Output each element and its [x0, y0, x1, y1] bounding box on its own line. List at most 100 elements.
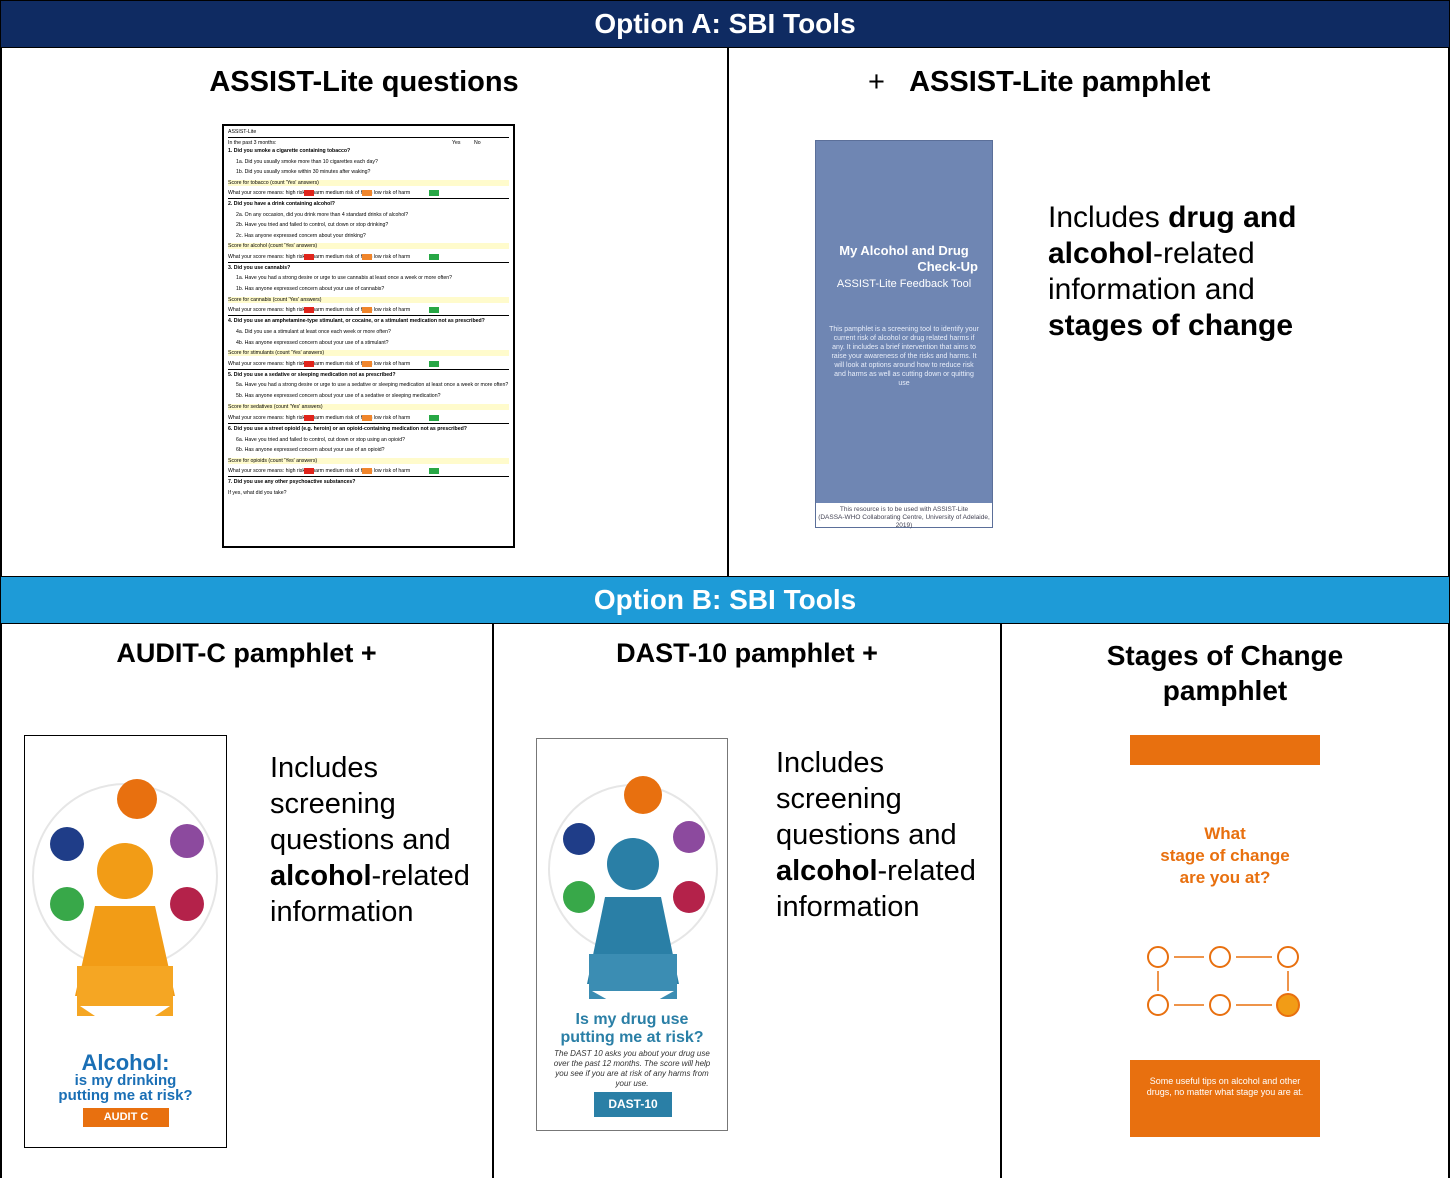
form-row: 1. Did you smoke a cigarette containing …	[228, 148, 351, 154]
audit-c-title: AUDIT-C pamphlet +	[0, 638, 493, 669]
stages-head1: What	[1204, 824, 1246, 843]
risk-chip	[304, 253, 314, 260]
desc-text-1: Includes	[1048, 201, 1169, 234]
audit-head1: Alcohol:	[81, 1050, 170, 1075]
assist-pamphlet-description: Includes drug and alcohol-related inform…	[1048, 200, 1348, 344]
risk-chip	[429, 307, 439, 313]
option-b-header: Option B: SBI Tools	[0, 576, 1450, 624]
desc-text-2: -related information and	[1048, 237, 1255, 306]
form-row: 5b. Has anyone expressed concern about y…	[236, 393, 441, 399]
risk-chip	[362, 468, 372, 474]
form-col-header-text: In the past 3 months:	[228, 140, 277, 146]
stages-cycle-diagram	[1147, 946, 1300, 1017]
audit-head2: is my drinking	[74, 1072, 177, 1089]
divider-a	[727, 48, 729, 576]
risk-chip	[304, 190, 314, 196]
form-row: What your score means: high risk of harm…	[228, 253, 411, 260]
form-row: Score for stimulants (count 'Yes' answer…	[228, 350, 509, 356]
dast-title: DAST-10 pamphlet +	[493, 638, 1001, 669]
pamphlet-footer-line2: (DASSA-WHO Collaborating Centre, Univers…	[818, 514, 990, 529]
form-row: Score for cannabis (count 'Yes' answers)	[228, 296, 509, 303]
desc-bold-1: drug and alcohol	[1048, 201, 1297, 270]
stages-heading: What stage of change are you at?	[1130, 823, 1320, 889]
assist-lite-pamphlet-image: My Alcohol and Drug Check-Up ASSIST-Lite…	[815, 140, 993, 529]
stages-head3: are you at?	[1179, 868, 1271, 887]
form-row: 4a. Did you use a stimulant at least onc…	[236, 329, 391, 335]
form-row: 6. Did you use a street opioid (e.g. her…	[228, 425, 467, 432]
risk-chip	[304, 468, 314, 474]
dast-body: The DAST 10 asks you about your drug use…	[553, 1049, 711, 1088]
risk-chip	[304, 414, 314, 421]
form-row: 4. Did you use an amphetamine-type stimu…	[228, 318, 485, 324]
risk-chip	[362, 253, 372, 260]
pamphlet-title: My Alcohol and Drug Check-Up	[820, 243, 988, 275]
pamphlet-body: This pamphlet is a screening tool to ide…	[829, 326, 979, 387]
audit-c-description: Includes screening questions and alcohol…	[270, 750, 470, 930]
risk-chip	[429, 253, 439, 260]
audit-desc-b: -related information	[270, 860, 470, 928]
assist-pamphlet-title-text: ASSIST-Lite pamphlet	[909, 66, 1211, 98]
stages-pamphlet-image: What stage of change are you at? Some us…	[1130, 735, 1320, 1137]
risk-chip	[362, 414, 372, 421]
dast-head2: putting me at risk?	[560, 1029, 704, 1046]
form-row: 6a. Have you tried and failed to control…	[236, 436, 405, 443]
stages-head2: stage of change	[1160, 846, 1290, 865]
form-row: 1a. Did you usually smoke more than 10 c…	[236, 158, 378, 165]
form-row: 1a. Have you had a strong desire or urge…	[236, 275, 452, 281]
risk-chip	[429, 190, 439, 196]
form-row: What your score means: high risk of harm…	[228, 190, 411, 196]
risk-chip	[362, 360, 372, 367]
risk-chip	[429, 360, 439, 367]
dast-pamphlet-image: Is my drug use putting me at risk? The D…	[536, 738, 728, 1131]
option-a-header: Option A: SBI Tools	[0, 0, 1450, 48]
form-col-header: In the past 3 months: Yes No	[228, 140, 509, 146]
audit-desc-bold: alcohol	[270, 860, 372, 892]
form-row: What your score means: high risk of harm…	[228, 360, 411, 367]
form-row: Score for sedatives (count 'Yes' answers…	[228, 404, 509, 410]
pamphlet-title-line2: Check-Up	[917, 259, 978, 274]
form-row: If yes, what did you take?	[228, 489, 287, 496]
stages-top-bar	[1130, 735, 1320, 765]
risk-chip	[429, 468, 439, 474]
form-row: 4b. Has anyone expressed concern about y…	[236, 339, 389, 346]
audit-c-illustration	[32, 779, 218, 1036]
form-row: 7. Did you use any other psychoactive su…	[228, 479, 356, 485]
form-row: What your score means: high risk of harm…	[228, 468, 411, 474]
risk-chip	[362, 307, 372, 313]
risk-chip	[304, 307, 314, 313]
risk-chip	[429, 414, 439, 421]
dast-desc-bold: alcohol	[776, 855, 878, 887]
stages-footer: Some useful tips on alcohol and other dr…	[1130, 1060, 1320, 1137]
form-divider	[228, 368, 509, 370]
form-divider	[228, 315, 509, 316]
form-divider	[228, 476, 509, 477]
risk-chip	[362, 190, 372, 196]
form-row: 2b. Have you tried and failed to control…	[236, 222, 389, 228]
form-row: Score for opioids (count 'Yes' answers)	[228, 457, 509, 464]
pamphlet-title-line1: My Alcohol and Drug	[839, 243, 969, 258]
form-row: 2c. Has anyone expressed concern about y…	[236, 232, 366, 239]
form-row: 5a. Have you had a strong desire or urge…	[236, 382, 509, 388]
form-row: 2. Did you have a drink containing alcoh…	[228, 201, 335, 207]
audit-desc-a: Includes screening questions and	[270, 752, 451, 856]
pamphlet-subtitle: ASSIST-Lite Feedback Tool	[836, 278, 972, 290]
form-no-header: No	[474, 140, 481, 146]
form-rule	[228, 137, 509, 138]
dast-title-text: DAST-10 pamphlet +	[616, 638, 878, 668]
dast-description: Includes screening questions and alcohol…	[776, 745, 976, 925]
form-yes-header: Yes	[452, 140, 461, 146]
audit-badge: AUDIT C	[83, 1108, 169, 1127]
dast-desc-b: -related information	[776, 855, 976, 923]
audit-c-pamphlet-image: Alcohol: is my drinking putting me at ri…	[24, 735, 227, 1148]
form-row: Score for alcohol (count 'Yes' answers)	[228, 243, 509, 249]
form-row: What your score means: high risk of harm…	[228, 307, 411, 313]
form-row: 1b. Has anyone expressed concern about y…	[236, 286, 385, 292]
form-title: ASSIST-Lite	[228, 129, 257, 135]
dast-desc-a: Includes screening questions and	[776, 747, 957, 851]
desc-bold-2: stages of change	[1048, 309, 1294, 342]
form-row: Score for tobacco (count 'Yes' answers)	[228, 179, 509, 186]
form-row: What your score means: high risk of harm…	[228, 414, 411, 421]
pamphlet-footer: This resource is to be used with ASSIST-…	[816, 503, 992, 529]
dast-illustration	[548, 776, 718, 1014]
